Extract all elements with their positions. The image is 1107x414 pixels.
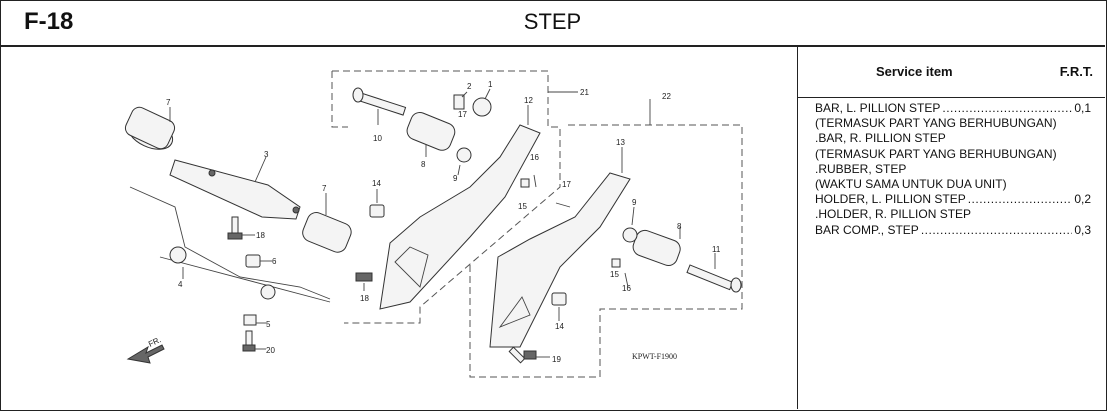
callout-11: 11 xyxy=(712,245,721,254)
page-header: F-18 STEP xyxy=(0,0,1105,47)
service-label: BAR, L. PILLION STEP xyxy=(815,101,941,115)
rubber-step-8 xyxy=(406,111,456,157)
exploded-parts-diagram: 7 3 18 6 4 5 20 7 10 8 9 17 2 1 12 21 16… xyxy=(0,47,798,409)
assembly-outline-22 xyxy=(469,124,743,378)
service-value: 0,3 xyxy=(1074,222,1091,237)
callout-17-right: 17 xyxy=(562,180,571,189)
bolt-18-left xyxy=(227,216,255,240)
callout-21: 21 xyxy=(580,88,589,97)
callout-2: 2 xyxy=(467,82,472,91)
diagram-code: KPWT-F1900 xyxy=(632,352,677,361)
pin-10 xyxy=(352,87,407,125)
service-label: .HOLDER, R. PILLION STEP xyxy=(815,207,972,222)
bolt-18-middle xyxy=(355,272,373,291)
dot-leader xyxy=(921,223,1073,238)
bolt-19 xyxy=(242,314,266,352)
callout-8-mid: 8 xyxy=(421,160,426,169)
rubber-step-right xyxy=(302,193,352,253)
service-label: (TERMASUK PART YANG BERHUBUNGAN) xyxy=(815,146,1057,161)
cotter-pin-16-right xyxy=(611,258,629,288)
service-value: 0,1 xyxy=(1074,101,1091,115)
service-row: .RUBBER, STEP xyxy=(815,162,1091,177)
service-label: (WAKTU SAMA UNTUK DUA UNIT) xyxy=(815,177,1007,192)
service-row: BAR, L. PILLION STEP 0,1 xyxy=(815,101,1091,116)
service-row: BAR COMP., STEP 0,3 xyxy=(815,223,1091,238)
bar-comp-step xyxy=(129,186,331,303)
front-direction-arrow xyxy=(126,344,165,364)
service-item-list: BAR, L. PILLION STEP 0,1 (TERMASUK PART Y… xyxy=(815,101,1091,238)
callout-6: 6 xyxy=(272,257,277,266)
service-label: .RUBBER, STEP xyxy=(815,161,907,176)
nut-14-right xyxy=(551,292,567,321)
nut-14-left xyxy=(369,189,385,218)
parts-illustration: 7 3 18 6 4 5 20 7 10 8 9 17 2 1 12 21 16… xyxy=(124,70,743,378)
callout-16-right: 16 xyxy=(622,284,631,293)
callout-9-mid: 9 xyxy=(453,174,458,183)
service-label: HOLDER, L. PILLION STEP xyxy=(815,192,966,207)
holder-right-pillion-step xyxy=(489,147,631,348)
callout-10: 10 xyxy=(373,134,382,143)
callout-19: 20 xyxy=(266,346,275,355)
callout-20: 19 xyxy=(552,355,561,364)
service-item-header: Service item F.R.T. xyxy=(798,47,1105,98)
callout-15-right: 15 xyxy=(610,270,619,279)
callout-14-left: 14 xyxy=(372,179,381,188)
callout-7-mid: 7 xyxy=(322,184,327,193)
rubber-step-8-right xyxy=(632,227,681,266)
service-item-title: Service item xyxy=(876,64,953,79)
callout-8-right: 8 xyxy=(677,222,682,231)
assembly-outline-21-left xyxy=(331,71,348,128)
frt-header: F.R.T. xyxy=(1059,64,1093,79)
pin-17 xyxy=(555,202,571,208)
service-row: (TERMASUK PART YANG BERHUBUNGAN) xyxy=(815,116,1091,131)
callout-18-mid: 18 xyxy=(360,294,369,303)
dot-leader xyxy=(942,101,1072,116)
holder-left-pillion-step xyxy=(379,105,541,310)
bolt-20 xyxy=(508,346,550,364)
washer-9-right xyxy=(622,206,638,243)
service-label: (TERMASUK PART YANG BERHUBUNGAN) xyxy=(815,116,1057,131)
callout-15-mid: 15 xyxy=(518,202,527,211)
service-row: (WAKTU SAMA UNTUK DUA UNIT) xyxy=(815,177,1091,192)
callout-13: 13 xyxy=(616,138,625,147)
callout-14-right: 14 xyxy=(555,322,564,331)
nut-6 xyxy=(245,254,272,268)
callout-1: 1 xyxy=(488,80,493,89)
callout-18-left: 18 xyxy=(256,231,265,240)
stay-bracket xyxy=(169,156,301,220)
cotter-pin-16 xyxy=(520,174,537,188)
callout-3: 3 xyxy=(264,150,269,159)
callout-17-mid: 17 xyxy=(458,110,467,119)
callout-22: 22 xyxy=(662,92,671,101)
callout-7-top: 7 xyxy=(166,98,171,107)
service-label: BAR COMP., STEP xyxy=(815,222,919,237)
service-row: .BAR, R. PILLION STEP xyxy=(815,131,1091,146)
service-row: .HOLDER, R. PILLION STEP xyxy=(815,207,1091,222)
service-row: HOLDER, L. PILLION STEP 0,2 xyxy=(815,192,1091,207)
service-item-panel: Service item F.R.T. BAR, L. PILLION STEP… xyxy=(798,47,1105,409)
service-label: .BAR, R. PILLION STEP xyxy=(815,131,946,146)
callout-16-mid: 16 xyxy=(530,153,539,162)
callout-5: 5 xyxy=(266,320,271,329)
washer-9-left xyxy=(456,147,472,176)
dot-leader xyxy=(968,192,1073,207)
service-row: (TERMASUK PART YANG BERHUBUNGAN) xyxy=(815,147,1091,162)
callout-9-right: 9 xyxy=(632,198,637,207)
callout-4: 4 xyxy=(178,280,183,289)
service-value: 0,2 xyxy=(1074,192,1091,207)
washer-1-2 xyxy=(453,88,492,117)
assembly-outline-21 xyxy=(332,70,561,324)
pin-11 xyxy=(686,253,742,293)
section-code: F-18 xyxy=(24,8,74,35)
callout-12: 12 xyxy=(524,96,533,105)
page-title: STEP xyxy=(523,9,582,34)
rubber-step-left xyxy=(124,106,176,150)
